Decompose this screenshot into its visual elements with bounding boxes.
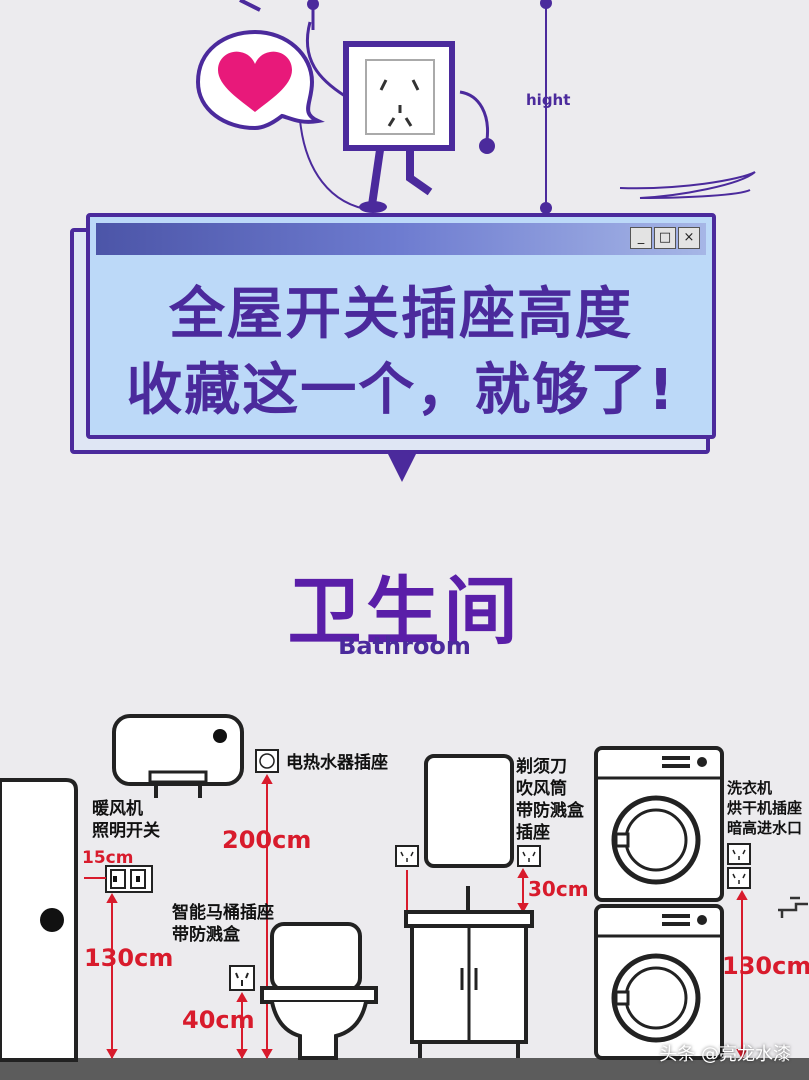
water-heater-socket-label: 电热水器插座 [286,753,388,773]
string-fragment [239,0,261,12]
headline-line-1: 全屋开关插座高度 [169,282,633,347]
section-title: 卫生间 [287,569,522,655]
water-heater-height: 200cm [222,826,312,854]
height-line-bottom-dot [540,202,552,214]
water-heater-measure [261,773,273,1060]
window-pointer [388,454,416,482]
heater-switch-offset: 15cm [82,848,134,868]
washing-machine-bottom [594,904,724,1060]
heater-switch-label: 暖风机 照明开关 [92,798,160,842]
washing-machine-top [594,746,724,902]
close-button[interactable]: × [678,227,700,249]
razor-socket-label-line: 吹风筒 [516,779,567,799]
toilet-socket-icon [229,965,255,991]
title-window: _ □ × 全屋开关插座高度 收藏这一个，就够了! [86,213,716,439]
door [0,778,78,1062]
height-line-top-dot [540,0,552,9]
washer-socket-label: 洗衣机 烘干机插座 暗高进水口 [727,778,802,838]
washer-height: 130cm [722,952,809,980]
razor-socket-label-line: 插座 [516,823,550,843]
watermark: 头条 @亮龙水漆 [659,1044,791,1065]
razor-socket-label: 剃须刀 吹风筒 带防溅盒 插座 [516,756,584,844]
heater-switch-label-line: 照明开关 [92,821,160,841]
minimize-button[interactable]: _ [630,227,652,249]
razor-height: 30cm [528,877,589,901]
vanity-socket-right-icon [517,845,541,867]
washer-socket-label-line: 暗高进水口 [727,819,803,837]
toilet-height: 40cm [182,1006,255,1034]
heart-icon [218,51,292,112]
switch-measure [84,877,118,1060]
toilet-measure [236,991,248,1060]
razor-socket-label-line: 带防溅盒 [516,801,584,821]
heater-switch-height: 130cm [84,944,174,972]
maximize-button[interactable]: □ [654,227,676,249]
toilet-socket-label-line: 智能马桶插座 [172,903,274,923]
vanity [404,886,534,1058]
washer-socket-icon [727,843,751,889]
water-heater-socket-icon [255,749,279,773]
switch-panel-icon [105,865,153,893]
washer-measure [736,889,748,1060]
faucet-icon [778,896,808,918]
hight-label: hight [526,91,571,109]
toilet [260,922,378,1060]
headline-line-2: 收藏这一个，就够了! [126,358,676,423]
section-subtitle: Bathroom [338,632,471,660]
window-controls: _ □ × [630,227,700,249]
washer-socket-label-line: 洗衣机 [727,779,773,797]
toilet-socket-label: 智能马桶插座 带防溅盒 [172,902,274,946]
heater-switch-label-line: 暖风机 [92,799,143,819]
window-title-bar: _ □ × [96,223,706,255]
string-knot [307,0,319,10]
razor-socket-label-line: 剃须刀 [516,757,567,777]
vanity-measure [406,867,529,914]
floor [0,1058,809,1080]
vanity-socket-left-icon [395,845,419,867]
washer-socket-label-line: 烘干机插座 [727,799,803,817]
water-heater [112,714,244,798]
toilet-socket-label-line: 带防溅盒 [172,925,240,945]
mirror [424,754,514,868]
heart-bubble [195,29,325,131]
socket-character [299,21,756,213]
